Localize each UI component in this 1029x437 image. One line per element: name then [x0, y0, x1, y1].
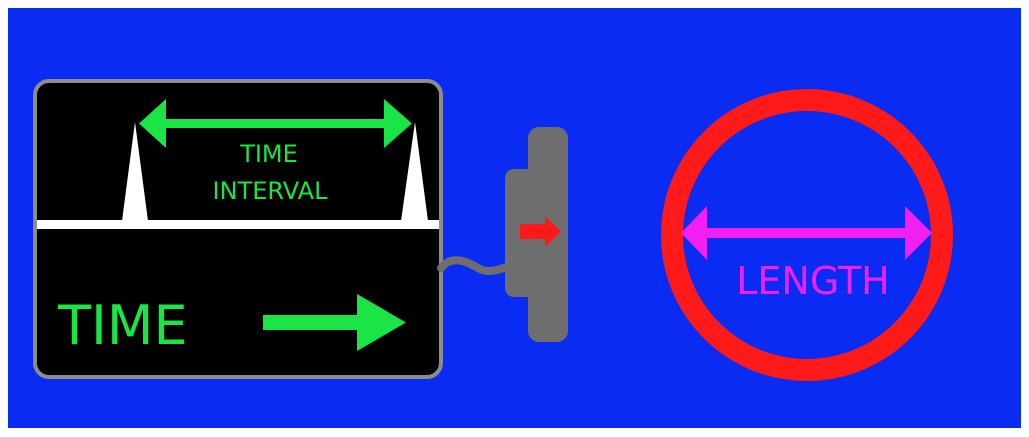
probe-cable [437, 256, 513, 276]
ring: LENGTH [661, 89, 953, 381]
interval-label-line1: TIME [239, 140, 298, 168]
ring-outline [661, 89, 953, 381]
baseline-trace [37, 220, 439, 229]
length-double-arrow-icon [681, 206, 932, 260]
interval-label-line2: INTERVAL [213, 177, 329, 205]
interval-double-arrow-icon [139, 99, 412, 148]
probe [437, 127, 568, 342]
time-axis-label: TIME [57, 294, 188, 357]
pulse-right [401, 122, 428, 221]
oscilloscope: TIME INTERVAL TIME [33, 79, 443, 379]
time-arrow-icon [263, 294, 406, 351]
probe-arrow-icon [520, 216, 561, 247]
length-label: LENGTH [736, 259, 889, 303]
pulse-left [122, 122, 148, 221]
